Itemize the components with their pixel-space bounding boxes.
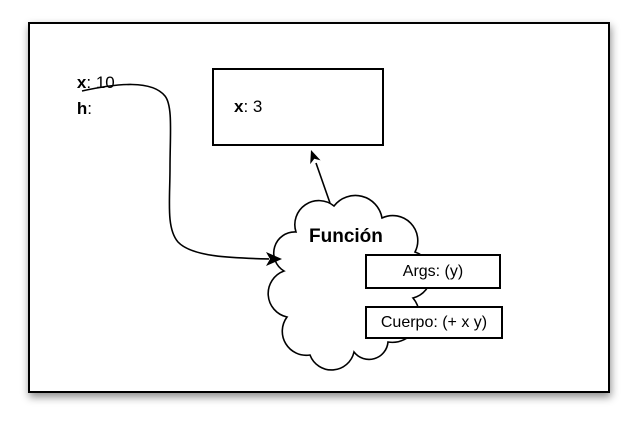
local-binding-name: x xyxy=(234,97,244,116)
local-frame-box: x: 3 xyxy=(212,68,384,146)
function-body-box: Cuerpo: (+ x y) xyxy=(365,306,503,339)
binding-x-sep: : xyxy=(86,73,96,92)
local-binding-sep: : xyxy=(243,97,253,116)
local-binding: x: 3 xyxy=(234,97,262,117)
binding-h-name: h xyxy=(76,99,88,118)
binding-x-value: 10 xyxy=(95,73,115,92)
function-args-label: Args: (y) xyxy=(402,262,464,280)
local-binding-value: 3 xyxy=(252,97,263,116)
binding-x-name: x xyxy=(76,73,87,92)
function-body-label: Cuerpo: (+ x y) xyxy=(380,313,488,331)
binding-x: x: 10 xyxy=(58,54,115,111)
binding-h-sep: : xyxy=(87,99,93,118)
function-cloud-label: Función xyxy=(309,226,383,247)
binding-h: h: xyxy=(58,80,92,137)
function-args-box: Args: (y) xyxy=(365,254,501,289)
